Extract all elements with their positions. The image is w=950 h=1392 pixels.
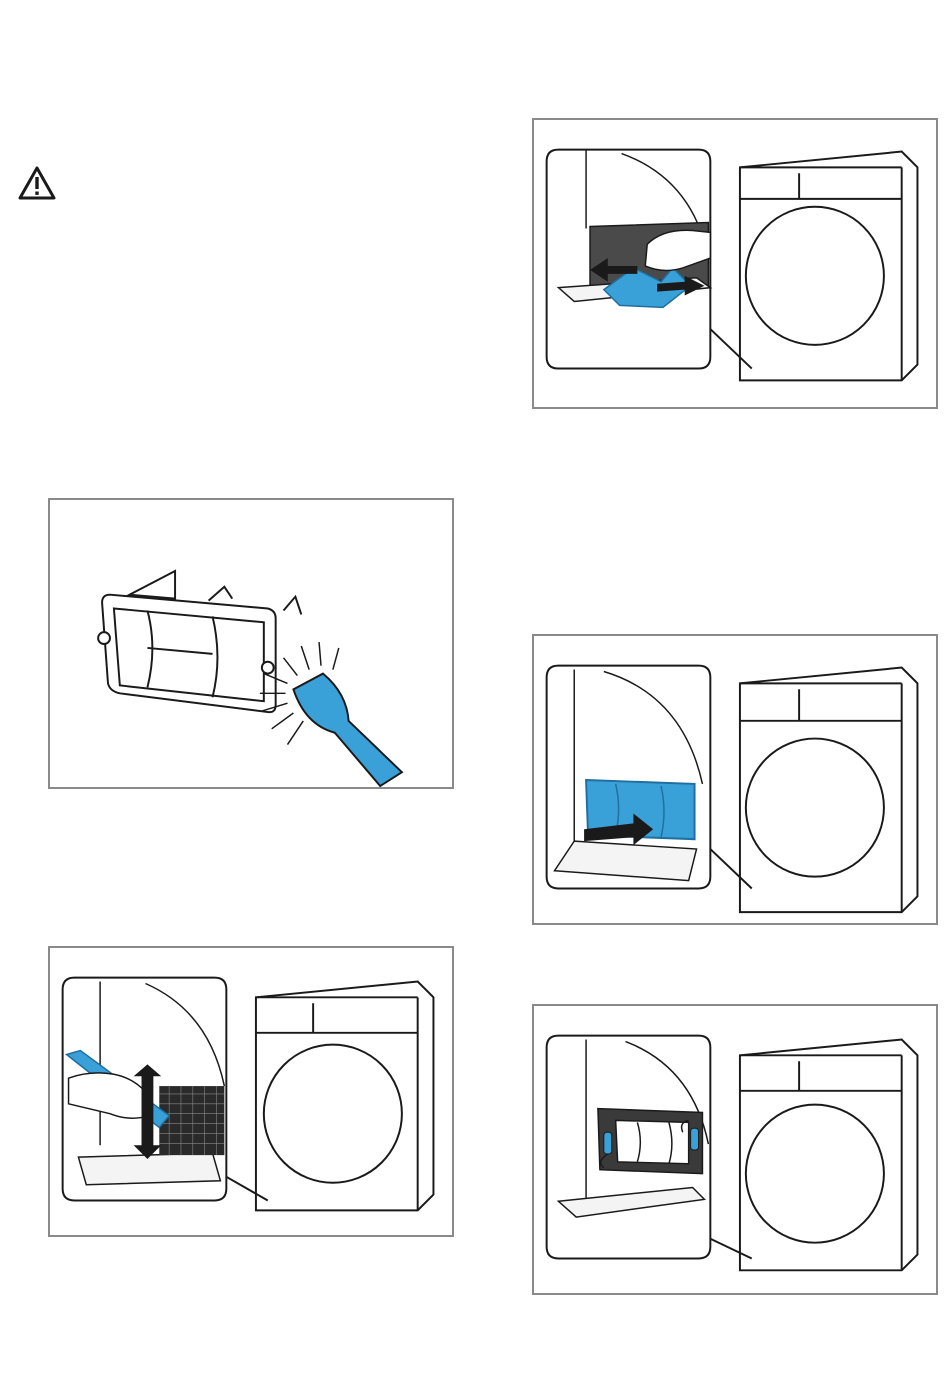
figure-lock-levers [532,1004,938,1295]
filter-frame [98,571,301,712]
figure-vacuum-filter [48,946,454,1237]
lever-lock-illustration [534,1006,936,1293]
figure-clean-filter [48,498,454,789]
dryer-illustration [740,1040,918,1271]
dryer-illustration [740,668,918,913]
dryer-illustration [740,152,918,381]
hand-pull-filter-illustration [534,120,936,407]
brush-filter-illustration [50,500,452,787]
figure-insert-filter [532,634,938,925]
warning-triangle-icon [18,166,56,200]
figure-remove-lint [532,118,938,409]
vacuum-filter-illustration [50,948,452,1235]
brush-icon [260,642,402,786]
filter-mesh [159,1086,224,1155]
insert-filter-illustration [534,636,936,923]
dryer-illustration [256,982,434,1211]
